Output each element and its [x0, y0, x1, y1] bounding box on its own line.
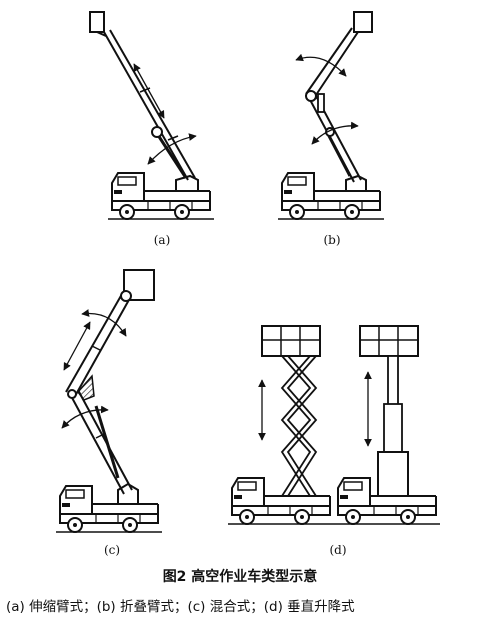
- panel-label-d: (d): [329, 543, 347, 557]
- figure-title: 图2 高空作业车类型示意: [162, 569, 318, 585]
- panel-label-b: (b): [323, 233, 341, 247]
- panel-label-a: (a): [153, 233, 171, 247]
- panel-b-articulated-truck: [277, 11, 385, 220]
- panel-label-c: (c): [103, 543, 121, 557]
- panel-a-telescopic-truck: [89, 11, 215, 220]
- panel-d-scissor-lift-truck: [227, 325, 335, 525]
- figure-caption: (a) 伸缩臂式；(b) 折叠臂式；(c) 混合式；(d) 垂直升降式: [6, 599, 355, 615]
- panel-d-mast-lift-truck: [333, 325, 441, 525]
- panel-c-hybrid-truck: [55, 269, 163, 533]
